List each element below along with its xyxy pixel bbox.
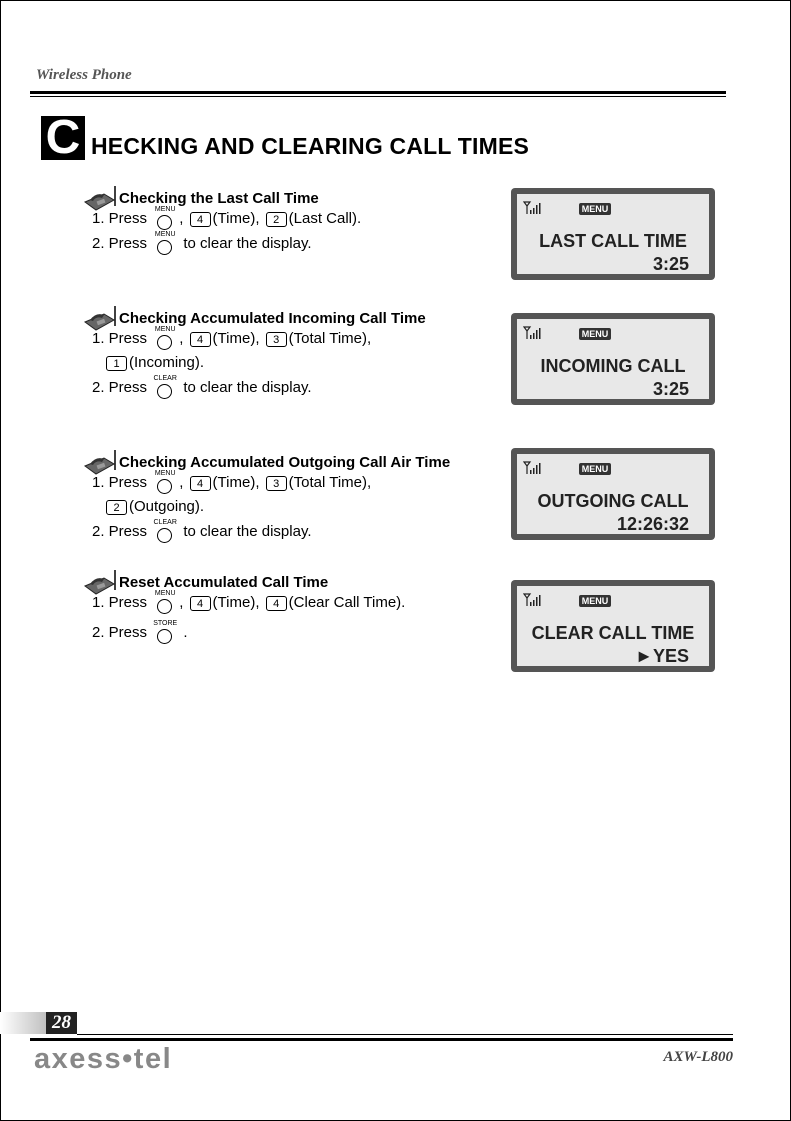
key-1: 1 <box>106 355 127 371</box>
lcd-line-2: 12:26:32 <box>616 514 689 534</box>
key-label: (Total Time), <box>288 474 372 491</box>
key-label: (Outgoing). <box>129 498 205 515</box>
step-1-cont: 2(Outgoing). <box>104 496 204 518</box>
lcd-line-1: INCOMING CALL <box>540 356 686 376</box>
step-2: 2. Press MENU to clear the display. <box>92 231 312 256</box>
page-number: 28 <box>46 1012 77 1034</box>
step-prefix: 2. Press <box>92 379 148 396</box>
key-label: (Time), <box>212 210 260 227</box>
lcd-display-incoming: MENU INCOMING CALL 3:25 <box>511 313 715 405</box>
step-2: 2. Press CLEAR to clear the display. <box>92 519 312 544</box>
key-label: (Total Time), <box>288 330 372 347</box>
step-1: 1. Press MENU, 4(Time), 3(Total Time), <box>92 470 372 495</box>
menu-key: MENU <box>154 590 176 615</box>
key-2: 2 <box>106 499 127 515</box>
header-rule <box>30 91 726 94</box>
key-4: 4 <box>265 595 287 611</box>
step-1: 1. Press MENU, 4(Time), 2(Last Call). <box>92 206 362 231</box>
step-prefix: 1. Press <box>92 210 148 227</box>
step-2: 2. Press STORE . <box>92 620 188 645</box>
footer-gradient <box>0 1012 50 1034</box>
signal-icon <box>523 201 541 214</box>
separator: , <box>179 210 184 227</box>
lcd-line-1: OUTGOING CALL <box>537 491 689 511</box>
step-prefix: 1. Press <box>92 474 148 491</box>
phone-icon <box>83 186 116 211</box>
separator: , <box>179 594 184 611</box>
key-2: 2 <box>265 211 287 227</box>
key-4: 4 <box>189 475 211 491</box>
separator: , <box>179 330 184 347</box>
menu-key: MENU <box>154 470 176 495</box>
phone-icon <box>83 450 116 475</box>
clear-key: CLEAR <box>154 375 177 400</box>
menu-indicator: MENU <box>579 203 611 215</box>
step-2: 2. Press CLEAR to clear the display. <box>92 375 312 400</box>
header-title: Wireless Phone <box>36 67 132 83</box>
key-label: (Time), <box>212 330 260 347</box>
step-suffix: to clear the display. <box>183 523 312 540</box>
menu-indicator: MENU <box>579 328 611 340</box>
step-prefix: 1. Press <box>92 330 148 347</box>
section-initial: C <box>41 114 85 162</box>
store-key: STORE <box>153 620 177 645</box>
footer-rule <box>30 1038 733 1041</box>
key-3: 3 <box>265 331 287 347</box>
phone-icon <box>83 306 116 331</box>
key-label: (Time), <box>212 474 260 491</box>
lcd-line-1: CLEAR CALL TIME <box>531 623 695 643</box>
separator: , <box>179 474 184 491</box>
phone-icon <box>83 570 116 595</box>
signal-icon <box>523 326 541 339</box>
key-label: (Last Call). <box>288 210 362 227</box>
menu-key: MENU <box>154 326 176 351</box>
key-4: 4 <box>189 211 211 227</box>
step-prefix: 2. Press <box>92 235 148 252</box>
footer-rule-thin <box>77 1034 733 1035</box>
step-prefix: 2. Press <box>92 624 148 641</box>
step-suffix: to clear the display. <box>183 379 312 396</box>
key-4: 4 <box>189 595 211 611</box>
step-prefix: 2. Press <box>92 523 148 540</box>
lcd-display-last-call: MENU LAST CALL TIME 3:25 <box>511 188 715 280</box>
subsection-title: Checking the Last Call Time <box>119 190 319 207</box>
lcd-line-2: 3:25 <box>652 379 689 399</box>
lcd-display-outgoing: MENU OUTGOING CALL 12:26:32 <box>511 448 715 540</box>
model-name: AXW-L800 <box>663 1049 733 1065</box>
signal-icon <box>523 461 541 474</box>
step-suffix: to clear the display. <box>183 235 312 252</box>
section-title: HECKING AND CLEARING CALL TIMES <box>91 133 530 159</box>
subsection-title: Checking Accumulated Incoming Call Time <box>119 310 426 327</box>
clear-key: CLEAR <box>154 519 177 544</box>
key-label: (Clear Call Time). <box>288 594 406 611</box>
lcd-line-1: LAST CALL TIME <box>539 231 687 251</box>
subsection-title: Reset Accumulated Call Time <box>119 574 329 591</box>
step-1: 1. Press MENU, 4(Time), 3(Total Time), <box>92 326 372 351</box>
lcd-line-2: 3:25 <box>652 254 689 274</box>
brand-logo: axess•tel <box>34 1043 173 1075</box>
header-rule-thin <box>30 96 726 97</box>
subsection-title: Checking Accumulated Outgoing Call Air T… <box>119 454 451 471</box>
step-prefix: 1. Press <box>92 594 148 611</box>
key-3: 3 <box>265 475 287 491</box>
menu-indicator: MENU <box>579 463 611 475</box>
step-suffix: . <box>183 624 188 641</box>
key-label: (Time), <box>212 594 260 611</box>
step-1-cont: 1(Incoming). <box>104 352 204 374</box>
signal-icon <box>523 593 541 606</box>
menu-key: MENU <box>154 231 176 256</box>
key-label: (Incoming). <box>129 354 205 371</box>
menu-key: MENU <box>154 206 176 231</box>
lcd-display-reset: MENU CLEAR CALL TIME ►YES <box>511 580 715 672</box>
menu-indicator: MENU <box>579 595 611 607</box>
step-1: 1. Press MENU, 4(Time), 4(Clear Call Tim… <box>92 590 406 615</box>
key-4: 4 <box>189 331 211 347</box>
lcd-line-2: ►YES <box>635 646 689 666</box>
